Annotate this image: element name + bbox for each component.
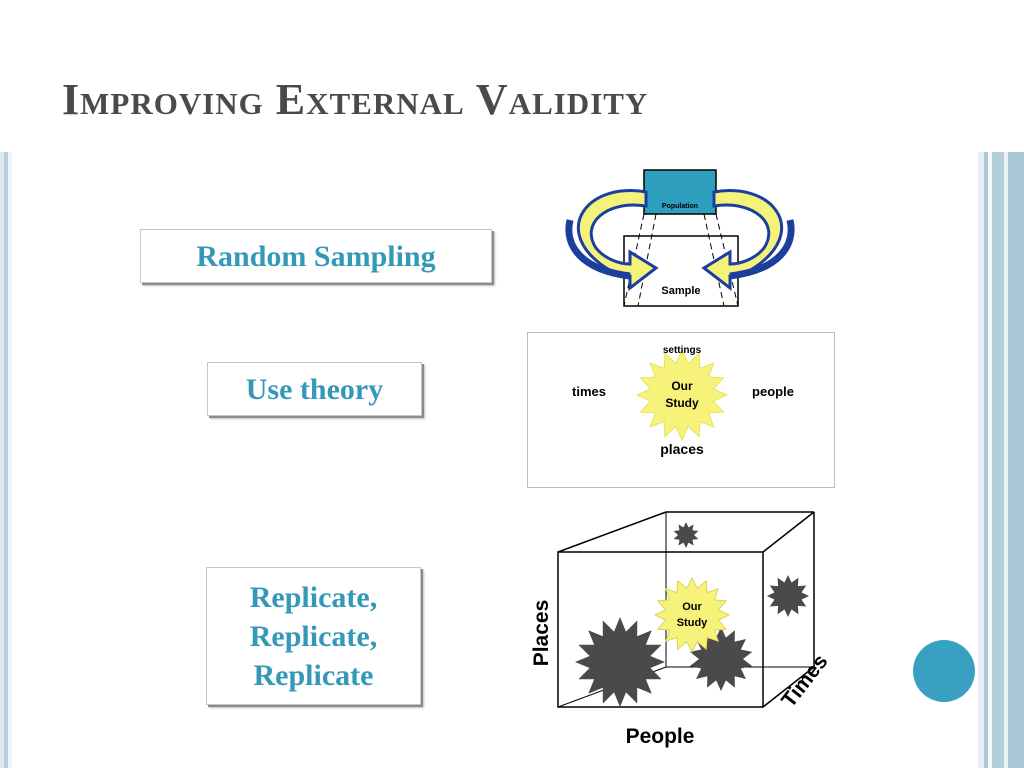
right-arrow-shadow [729, 219, 795, 280]
cube-edge [762, 511, 815, 553]
use-theory-text: Use theory [245, 372, 384, 406]
projection-line [637, 213, 657, 307]
people-label: people [752, 384, 794, 399]
replication-cube-diagram: Our Study People Places Times [530, 511, 833, 748]
settings-label: settings [663, 345, 702, 356]
our-study-star [653, 576, 731, 654]
times-label: times [572, 384, 606, 399]
random-sampling-label: Random Sampling [140, 229, 492, 283]
cube-our-study-line1: Our [682, 601, 702, 613]
places-label: places [660, 441, 704, 457]
replication-star [673, 522, 699, 548]
theory-diagram: settings times people places Our Study [527, 332, 835, 488]
random-sampling-diagram: Population Sample [565, 169, 795, 307]
replication-star [767, 575, 809, 617]
replication-star [575, 617, 665, 707]
left-arrow-shadow [565, 219, 631, 280]
places-axis-label: Places [530, 600, 553, 667]
our-study-line2: Study [665, 396, 699, 410]
slide-title: Improving External Validity [62, 75, 649, 124]
cube-front-face [557, 551, 764, 708]
cube-edge [557, 511, 667, 553]
replicate-line: Replicate [253, 658, 374, 692]
population-label: Population [662, 203, 698, 210]
sample-label: Sample [661, 285, 700, 297]
use-theory-label: Use theory [207, 362, 422, 416]
left-decorative-bar [0, 152, 12, 768]
projection-line [623, 213, 645, 307]
times-axis-label: Times [777, 650, 832, 712]
replicate-line: Replicate, [249, 619, 378, 653]
our-study-line1: Our [671, 379, 693, 393]
cube-our-study-line2: Study [677, 617, 708, 629]
population-box [643, 169, 717, 215]
right-sampling-arrow [701, 189, 784, 292]
our-study-star [635, 348, 729, 442]
replicate-line: Replicate, [249, 580, 378, 614]
projection-line [715, 213, 739, 307]
people-axis-label: People [626, 725, 695, 748]
accent-circle [913, 640, 975, 702]
left-sampling-arrow [576, 189, 659, 292]
random-sampling-text: Random Sampling [196, 239, 436, 273]
cube-edge [762, 666, 815, 708]
replicate-label: Replicate, Replicate, Replicate [206, 567, 421, 705]
projection-line [703, 213, 725, 307]
right-decorative-bars [978, 152, 1024, 768]
